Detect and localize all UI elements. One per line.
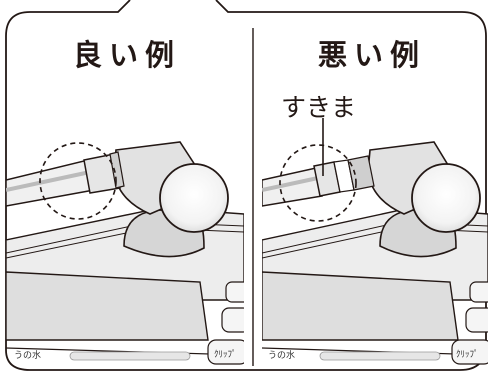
hose (6, 159, 95, 207)
side-button (225, 281, 244, 303)
bad-example-title: 悪い例 (318, 38, 427, 72)
device-display (6, 271, 209, 341)
bad-example-scene (262, 118, 488, 365)
side-button (469, 281, 488, 303)
device-display (262, 271, 459, 341)
outer-frame (5, 0, 487, 371)
bad-mini-text: うの水 (268, 351, 296, 361)
good-example-scene (6, 141, 244, 365)
dashed-circle-marker (39, 142, 117, 220)
connector-cap (159, 163, 229, 233)
gap-callout-label: すきま (281, 93, 357, 122)
good-mini-icon-text: ｸﾘｯﾌﾟ (214, 350, 237, 360)
bad-mini-icon-text: ｸﾘｯﾌﾟ (456, 350, 479, 360)
good-mini-text: うの水 (14, 351, 42, 361)
good-example-title: 良い例 (73, 38, 182, 72)
dashed-circle-marker (279, 144, 357, 222)
connector-cap (411, 163, 481, 233)
